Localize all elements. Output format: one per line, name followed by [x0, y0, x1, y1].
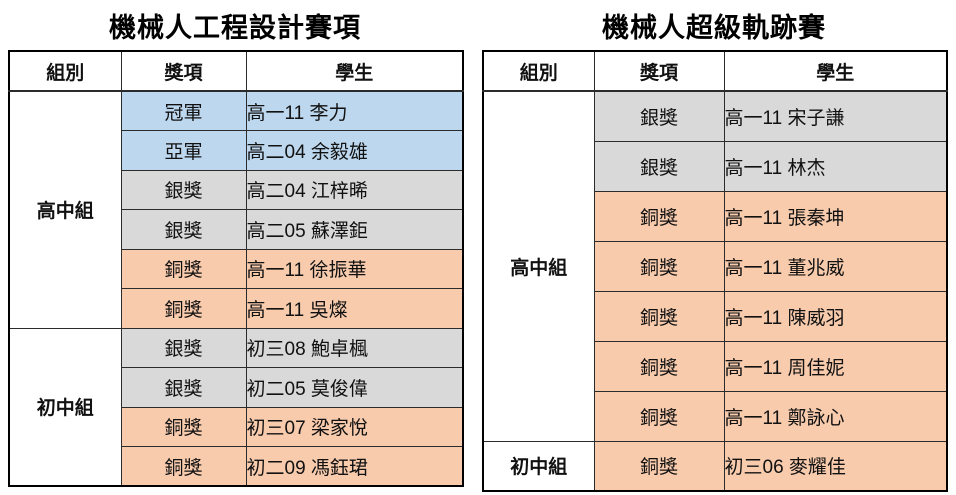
student-cell: 初三06 麥耀佳	[723, 440, 948, 492]
table-row: 銅獎初二09 馮鈺珺	[9, 446, 464, 487]
table-row: 銅獎高一11 周佳妮	[483, 340, 948, 392]
award-cell: 銅獎	[120, 248, 247, 289]
group-cell: 高中組	[482, 90, 595, 442]
award-cell: 銅獎	[593, 290, 725, 342]
table-row: 銅獎高一11 吳燦	[9, 288, 464, 329]
award-cell: 銅獎	[593, 190, 725, 242]
award-cell: 銀獎	[120, 327, 247, 368]
award-cell: 銅獎	[120, 446, 247, 487]
table-body: 高中組冠軍高一11 李力亞軍高二04 余毅雄銀獎高二04 江梓晞銀獎高二05 蘇…	[8, 90, 464, 487]
table-row: 高中組冠軍高一11 李力	[8, 90, 464, 329]
student-cell: 初二09 馮鈺珺	[245, 446, 464, 487]
table-row: 銅獎高一11 陳威羽	[483, 290, 948, 342]
column-header-group: 組別	[482, 50, 595, 92]
award-cell: 冠軍	[120, 90, 247, 131]
student-cell: 初三08 鮑卓楓	[245, 327, 464, 368]
award-cell: 銅獎	[593, 240, 725, 292]
table-row: 初中組銅獎初三06 麥耀佳	[482, 440, 948, 492]
student-cell: 高一11 周佳妮	[723, 340, 948, 392]
awards-panel-super-track: 機械人超級軌跡賽 組別 獎項 學生 高中組銀獎高一11 宋子謙銀獎高一11 林杰…	[482, 0, 948, 492]
table-row: 銅獎高一11 董兆威	[483, 240, 948, 292]
table-title: 機械人超級軌跡賽	[602, 12, 826, 43]
table-row: 高中組銀獎高一11 宋子謙	[482, 90, 948, 442]
column-header-award: 獎項	[120, 50, 247, 92]
group-cell: 高中組	[8, 90, 122, 329]
table-row: 銀獎高二05 蘇澤鉅	[9, 209, 464, 250]
table-header-row: 組別 獎項 學生	[482, 50, 948, 92]
student-cell: 高一11 張秦坤	[723, 190, 948, 242]
award-cell: 亞軍	[120, 130, 247, 171]
student-cell: 高一11 宋子謙	[723, 90, 948, 142]
student-cell: 高一11 徐振華	[245, 248, 464, 289]
student-cell: 高一11 陳威羽	[723, 290, 948, 342]
award-cell: 銀獎	[593, 140, 725, 192]
column-header-student: 學生	[723, 50, 948, 92]
student-cell: 高二05 蘇澤鉅	[245, 209, 464, 250]
student-cell: 高一11 董兆威	[723, 240, 948, 292]
student-cell: 高一11 鄭詠心	[723, 390, 948, 442]
award-cell: 銀獎	[593, 90, 725, 142]
student-cell: 高一11 吳燦	[245, 288, 464, 329]
table-row: 亞軍高二04 余毅雄	[9, 130, 464, 171]
student-cell: 高二04 余毅雄	[245, 130, 464, 171]
table-row: 銀獎高一11 林杰	[483, 140, 948, 192]
awards-table: 組別 獎項 學生 高中組冠軍高一11 李力亞軍高二04 余毅雄銀獎高二04 江梓…	[8, 50, 464, 487]
student-cell: 初二05 莫俊偉	[245, 367, 464, 408]
award-cell: 銅獎	[593, 340, 725, 392]
group-cell: 初中組	[8, 327, 122, 487]
award-cell: 銅獎	[120, 288, 247, 329]
table-row: 銀獎初二05 莫俊偉	[9, 367, 464, 408]
table-row: 初中組銀獎初三08 鮑卓楓	[8, 327, 464, 487]
student-cell: 高二04 江梓晞	[245, 169, 464, 210]
awards-panel-engineering-design: 機械人工程設計賽項 組別 獎項 學生 高中組冠軍高一11 李力亞軍高二04 余毅…	[8, 0, 464, 487]
column-header-group: 組別	[8, 50, 122, 92]
award-cell: 銀獎	[120, 367, 247, 408]
award-cell: 銀獎	[120, 169, 247, 210]
table-title: 機械人工程設計賽項	[109, 12, 361, 43]
table-header-row: 組別 獎項 學生	[8, 50, 464, 92]
group-cell: 初中組	[482, 440, 595, 492]
table-row: 銅獎高一11 徐振華	[9, 248, 464, 289]
award-cell: 銀獎	[120, 209, 247, 250]
student-cell: 高一11 林杰	[723, 140, 948, 192]
award-cell: 銅獎	[593, 390, 725, 442]
table-body: 高中組銀獎高一11 宋子謙銀獎高一11 林杰銅獎高一11 張秦坤銅獎高一11 董…	[482, 90, 948, 492]
column-header-award: 獎項	[593, 50, 725, 92]
awards-table: 組別 獎項 學生 高中組銀獎高一11 宋子謙銀獎高一11 林杰銅獎高一11 張秦…	[482, 50, 948, 492]
award-cell: 銅獎	[120, 406, 247, 447]
student-cell: 初三07 梁家悅	[245, 406, 464, 447]
award-cell: 銅獎	[593, 440, 725, 492]
table-row: 銀獎高二04 江梓晞	[9, 169, 464, 210]
table-row: 銅獎初三07 梁家悅	[9, 406, 464, 447]
student-cell: 高一11 李力	[245, 90, 464, 131]
column-header-student: 學生	[245, 50, 464, 92]
table-row: 銅獎高一11 張秦坤	[483, 190, 948, 242]
